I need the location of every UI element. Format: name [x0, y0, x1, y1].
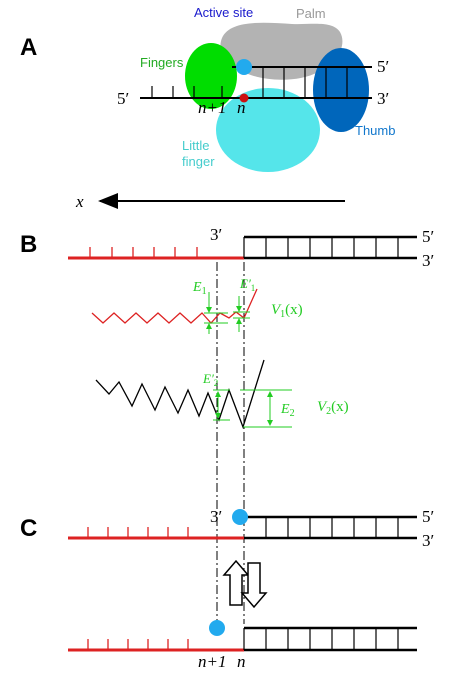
three-prime-end-a-right: 3′	[377, 89, 389, 108]
little-finger-domain	[216, 88, 320, 172]
five-prime-end-c-right: 5′	[422, 507, 434, 526]
five-prime-end-b-right: 5′	[422, 227, 434, 246]
active-site-marker	[236, 59, 252, 75]
dna-duplex-a	[140, 66, 372, 99]
thumb-domain	[313, 48, 369, 132]
panel-b: B	[20, 225, 434, 624]
little-finger-label-line1: Little	[182, 138, 209, 153]
thumb-label: Thumb	[355, 123, 395, 138]
single-strand-c-bottom	[68, 639, 244, 652]
palm-label: Palm	[296, 6, 326, 21]
single-strand-c-top	[68, 527, 244, 540]
panel-b-letter: B	[20, 231, 37, 258]
dna-duplex-c-top	[244, 515, 417, 540]
v2-label: V2(x)	[317, 399, 349, 417]
little-finger-label-line2: finger	[182, 154, 215, 169]
panel-a: A Palm Little finger Fingers Thumb	[20, 5, 395, 211]
three-prime-end-b-right: 3′	[422, 251, 434, 270]
dna-duplex-c-bottom	[243, 626, 417, 652]
e1-prime-label: E′1	[239, 276, 255, 293]
fingers-label: Fingers	[140, 55, 184, 70]
v1-label: V1(x)	[271, 302, 303, 320]
five-prime-end-a-left: 5′	[117, 89, 129, 108]
e2-barrier-indicator	[213, 389, 292, 428]
three-prime-end-c-right: 3′	[422, 531, 434, 550]
e1-barrier-indicator	[204, 292, 250, 334]
panel-c-letter: C	[20, 515, 37, 542]
active-site-label: Active site	[194, 5, 253, 20]
potential-v2-curve	[95, 359, 265, 429]
n-plus-1-label-c: n+1	[198, 652, 226, 671]
equilibrium-arrows	[222, 559, 268, 609]
potential-v1-curve	[91, 288, 258, 324]
panel-c: C	[20, 507, 434, 671]
nucleotide-bottom	[209, 620, 225, 636]
five-prime-end-a-right: 5′	[377, 57, 389, 76]
single-strand-b	[68, 247, 244, 260]
n-label-c: n	[237, 652, 246, 671]
fingers-domain	[185, 43, 237, 109]
single-strand-ticks-a	[151, 86, 223, 98]
x-axis-label: x	[75, 192, 84, 211]
panel-a-letter: A	[20, 34, 37, 61]
three-prime-end-c-top: 3′	[210, 507, 222, 526]
base-pairs-a	[262, 67, 348, 98]
e2-label: E2	[280, 402, 295, 419]
e1-label: E1	[192, 280, 207, 297]
n-label-a: n	[237, 98, 246, 117]
n-plus-1-label-a: n+1	[198, 98, 226, 117]
nucleotide-top	[232, 509, 248, 525]
e2-prime-label: E′2	[202, 371, 218, 388]
position-n-marker	[239, 93, 249, 103]
dna-duplex-b	[243, 235, 417, 260]
three-prime-end-b-top: 3′	[210, 225, 222, 244]
